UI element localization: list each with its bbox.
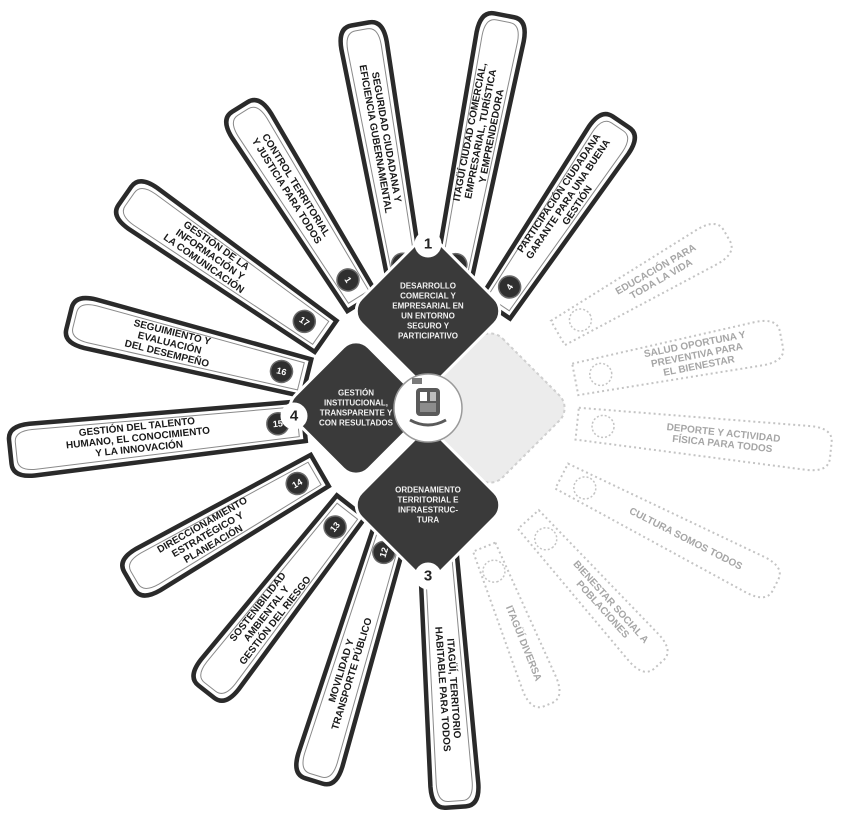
center-diamond-label-line: CON RESULTADOS bbox=[319, 419, 394, 428]
municipal-emblem-icon bbox=[393, 373, 463, 443]
svg-text:3: 3 bbox=[424, 568, 432, 585]
center-diamond-label-line: TURA bbox=[417, 516, 439, 525]
program-number-badge bbox=[589, 362, 613, 387]
petal-inner-outline bbox=[14, 406, 300, 471]
petal-inner-outline bbox=[72, 304, 305, 391]
petal-shape bbox=[294, 519, 411, 787]
program-number: 14 bbox=[290, 477, 304, 491]
petal-inner-outline bbox=[346, 28, 419, 287]
petal-shape bbox=[338, 19, 427, 296]
petal-inner-outline bbox=[128, 461, 322, 589]
center-diamond-label-line: INSTITUCIONAL, bbox=[324, 399, 388, 408]
center-diamond-number: 1 bbox=[414, 230, 442, 258]
center-diamond-label-line: ORDENAMIENTO bbox=[395, 486, 461, 495]
petal-shape bbox=[430, 10, 527, 297]
center-diamond-label-line: TRANSPARENTE Y bbox=[320, 409, 393, 418]
center-diamond-label-line: GESTIÓN bbox=[338, 389, 374, 398]
program-number-badge: 14 bbox=[285, 471, 309, 496]
center-diamond-label-line: COMERCIAL Y bbox=[400, 292, 456, 301]
program-number: 12 bbox=[378, 546, 390, 559]
petal-shape bbox=[516, 508, 669, 673]
petal-shape bbox=[574, 406, 833, 472]
center-diamond-label-line: UN ENTORNO bbox=[401, 312, 455, 321]
center-diamond-label-line: SEGURO Y bbox=[407, 322, 450, 331]
petal-shape bbox=[63, 295, 315, 399]
petal-inner-outline bbox=[302, 529, 402, 778]
program-number-badge: 16 bbox=[269, 359, 294, 384]
petal-inner-outline bbox=[122, 187, 330, 346]
petal-shape bbox=[553, 462, 781, 599]
program-number: 4 bbox=[504, 282, 515, 292]
petal-shape bbox=[113, 179, 340, 355]
petal-shape bbox=[571, 319, 785, 397]
svg-text:1: 1 bbox=[424, 236, 432, 253]
program-number: 15 bbox=[272, 418, 283, 429]
program-number-badge bbox=[534, 527, 558, 551]
center-diamond-number: 4 bbox=[280, 402, 308, 430]
program-number: 13 bbox=[328, 520, 342, 534]
petal-shape bbox=[549, 222, 733, 347]
center-diamond-faded bbox=[414, 332, 566, 484]
petal-shape bbox=[191, 492, 369, 703]
program-number-badge: 4 bbox=[497, 275, 522, 299]
program-petal-3: 3ITAGÜÍ CIUDAD COMERCIAL,EMPRESARIAL, TU… bbox=[430, 10, 527, 297]
petal-inner-outline bbox=[423, 537, 473, 803]
center-diamond-label-line: TERRITORIAL E bbox=[397, 496, 459, 505]
petal-shape bbox=[6, 398, 309, 479]
petal-inner-outline bbox=[438, 19, 519, 288]
program-number: 16 bbox=[275, 365, 287, 377]
svg-text:4: 4 bbox=[290, 408, 299, 425]
center-diamond-label-line: DESARROLLO bbox=[400, 282, 456, 291]
program-number: 1 bbox=[342, 275, 353, 285]
program-number-badge bbox=[591, 414, 615, 439]
petal-inner-outline bbox=[486, 120, 629, 312]
program-number-badge: 17 bbox=[292, 309, 317, 334]
program-number-badge: 1 bbox=[336, 268, 360, 292]
petal-inner-outline bbox=[232, 106, 370, 304]
program-number-badge: 13 bbox=[323, 515, 347, 539]
center-diamond-label-line: PARTICIPATIVO bbox=[398, 332, 458, 341]
program-number-badge bbox=[482, 559, 506, 583]
program-number-badge bbox=[568, 308, 593, 332]
program-number: 17 bbox=[297, 314, 311, 328]
program-number-badge bbox=[573, 476, 597, 500]
petal-shape bbox=[471, 541, 561, 709]
center-diamond-number: 3 bbox=[414, 562, 442, 590]
petal-shape bbox=[224, 97, 380, 315]
petal-shape bbox=[120, 451, 332, 598]
petal-inner-outline bbox=[200, 502, 359, 694]
center-diamond-label-line: INFRAESTRUC- bbox=[398, 506, 458, 515]
petal-shape bbox=[477, 111, 638, 322]
center-diamond-label-line: EMPRESARIAL EN bbox=[392, 302, 464, 311]
